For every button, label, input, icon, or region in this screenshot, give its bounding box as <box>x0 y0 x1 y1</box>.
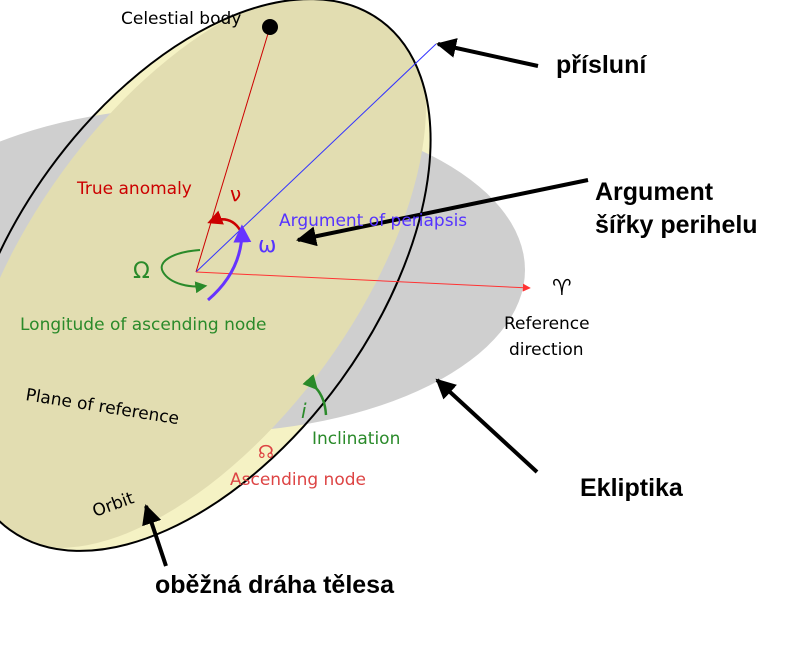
aries-symbol: ♈ <box>552 276 572 301</box>
perihelion-annotation: přísluní <box>556 51 647 79</box>
orbit-outline <box>0 0 432 552</box>
argument-annotation-line1: Argument <box>595 178 714 206</box>
ecliptic-arrow <box>435 378 539 474</box>
ascending-node-label: Ascending node <box>230 470 366 490</box>
omega-symbol: ω <box>258 233 276 258</box>
inclination-symbol: i <box>301 399 307 423</box>
reference-direction-label-2: direction <box>509 340 584 360</box>
longitude-of-ascending-node-label: Longitude of ascending node <box>20 315 267 335</box>
inclination-label: Inclination <box>312 429 400 449</box>
inclination-arc <box>302 374 328 416</box>
longitude-node-arc <box>160 249 208 294</box>
celestial-body-label: Celestial body <box>121 9 241 29</box>
ecliptic-annotation: Ekliptika <box>580 474 684 502</box>
reference-direction-label-1: Reference <box>504 314 590 334</box>
orbit-path-annotation: oběžná dráha tělesa <box>155 571 395 599</box>
radius-vector <box>195 26 271 273</box>
reference-direction-arrow <box>195 271 531 292</box>
true-anomaly-label: True anomaly <box>76 179 192 199</box>
celestial-body-dot <box>262 19 278 35</box>
orbit-arrow <box>142 504 168 567</box>
argument-annotation-line2: šířky perihelu <box>595 211 758 239</box>
argument-of-periapsis-arc <box>207 224 252 302</box>
perihelion-arrow <box>436 38 539 68</box>
argument-of-periapsis-label: Argument of periapsis <box>279 211 467 231</box>
big-omega-symbol: Ω <box>133 259 150 284</box>
node-symbol: ☊ <box>258 442 274 463</box>
nu-symbol: ν <box>230 182 241 206</box>
argument-arrow <box>296 178 589 247</box>
